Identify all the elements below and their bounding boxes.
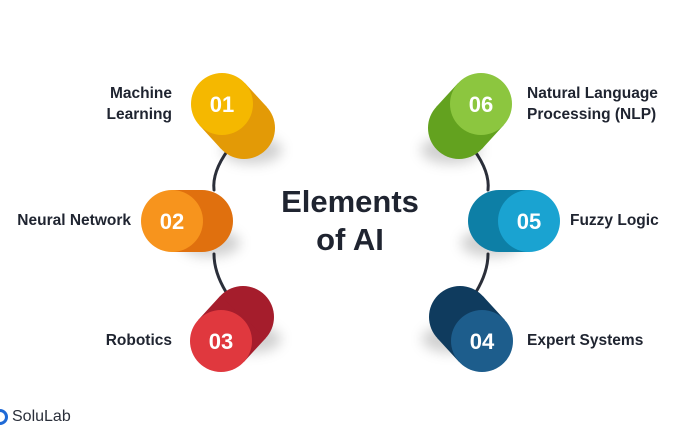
title-line-1: Elements (281, 184, 419, 219)
label-line: Processing (NLP) (527, 106, 657, 123)
node-03: 03 (190, 286, 281, 372)
node-number: 05 (517, 209, 541, 234)
solulab-logo: SoluLab (0, 404, 71, 430)
label-expert-systems: Expert Systems (527, 330, 643, 351)
node-number: 01 (210, 92, 234, 117)
node-02: 02 (141, 190, 240, 257)
connector-arc-2 (212, 252, 228, 294)
node-number: 04 (470, 329, 495, 354)
label-robotics: Robotics (106, 330, 172, 351)
solulab-logo-text: SoluLab (12, 408, 71, 425)
label-line: Learning (106, 106, 172, 123)
diagram-title: Elements of AI (250, 183, 450, 259)
node-front-cap (190, 310, 252, 372)
label-neural-network: Neural Network (17, 210, 131, 231)
label-line: Natural Language (527, 85, 658, 102)
node-number: 02 (160, 209, 184, 234)
node-number: 06 (469, 92, 493, 117)
label-line: Robotics (105, 332, 172, 349)
label-line: Machine (109, 85, 172, 102)
node-06: 06 (421, 73, 512, 164)
label-fuzzy-logic: Fuzzy Logic (570, 210, 659, 231)
node-01: 01 (191, 73, 282, 164)
node-front-cap (450, 73, 512, 135)
label-machine-learning: Machine Learning (107, 83, 172, 125)
label-line: Expert Systems (527, 332, 644, 349)
node-04: 04 (422, 286, 513, 372)
node-front-cap (141, 190, 203, 252)
node-front-cap (498, 190, 560, 252)
node-front-cap (191, 73, 253, 135)
solulab-logo-icon (0, 409, 8, 425)
connector-arc-4 (474, 252, 490, 294)
label-line: Neural Network (17, 212, 131, 229)
node-05: 05 (461, 190, 560, 257)
label-line: Fuzzy Logic (570, 212, 659, 229)
node-number: 03 (209, 329, 233, 354)
label-nlp: Natural Language Processing (NLP) (527, 83, 658, 125)
node-front-cap (451, 310, 513, 372)
title-line-2: of AI (316, 222, 384, 257)
